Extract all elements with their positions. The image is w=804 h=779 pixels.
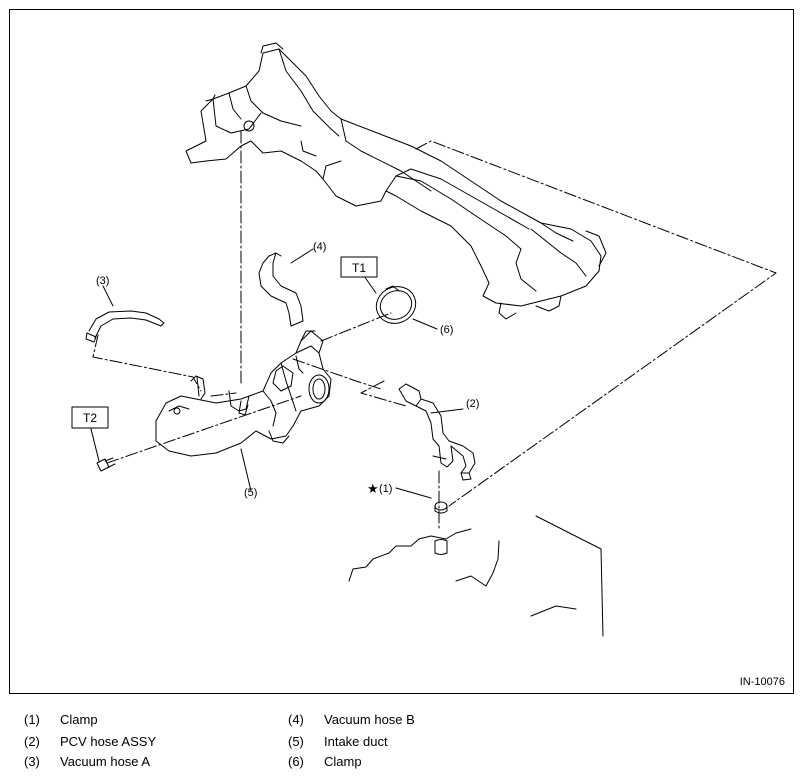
legend-item: (4) Vacuum hose B [288,712,415,727]
legend-item: (6) Clamp [288,754,362,769]
tool-label-t2-text: T2 [83,411,97,425]
clamp-6 [375,285,417,324]
legend-item-label: Intake duct [324,734,388,749]
callout-2: (2) [466,398,479,410]
legend-item-label: Clamp [324,754,362,769]
legend-item-number: (4) [288,712,304,727]
leader-lines [90,248,464,499]
legend-item-label: PCV hose ASSY [60,734,157,749]
vacuum-hose-a [85,310,165,343]
intake-manifold [185,42,607,320]
legend-item-number: (2) [24,734,40,749]
alignment-lines [92,130,777,532]
star-icon: ★ [367,481,379,496]
callout-5: (5) [244,487,257,499]
tool-label-t2: T2 [71,406,109,429]
legend-item: (5) Intake duct [288,734,388,749]
legend-item-label: Vacuum hose A [60,754,151,769]
callout-3: (3) [96,275,109,287]
callout-4: (4) [313,241,326,253]
legend-item-number: (5) [288,734,304,749]
legend-item-label: Vacuum hose B [324,712,415,727]
legend-item: (3) Vacuum hose A [24,754,150,769]
legend: (1) Clamp (2) PCV hose ASSY (3) Vacuum hose… [0,706,804,776]
legend-item-number: (6) [288,754,304,769]
bolt [96,457,116,472]
exploded-diagram: (3) (4) (6) (2) (5) ★ (1) T1 T2 [71,42,777,637]
legend-item-label: Clamp [60,712,98,727]
legend-item-number: (3) [24,754,40,769]
engine-block-outline [348,515,604,637]
diagram-frame: (3) (4) (6) (2) (5) ★ (1) T1 T2 IN-10076 [9,9,794,694]
callout-1: (1) [379,483,392,495]
tool-label-t1: T1 [340,256,378,278]
legend-item-number: (1) [24,712,40,727]
callout-6: (6) [440,324,453,336]
intake-duct [155,330,332,457]
figure-id: IN-10076 [739,676,785,688]
clamp-1 [434,501,448,555]
vacuum-hose-b [258,252,304,327]
pcv-hose-assy [398,383,476,481]
tool-label-t1-text: T1 [352,261,366,275]
legend-item: (2) PCV hose ASSY [24,734,156,749]
legend-item: (1) Clamp [24,712,98,727]
